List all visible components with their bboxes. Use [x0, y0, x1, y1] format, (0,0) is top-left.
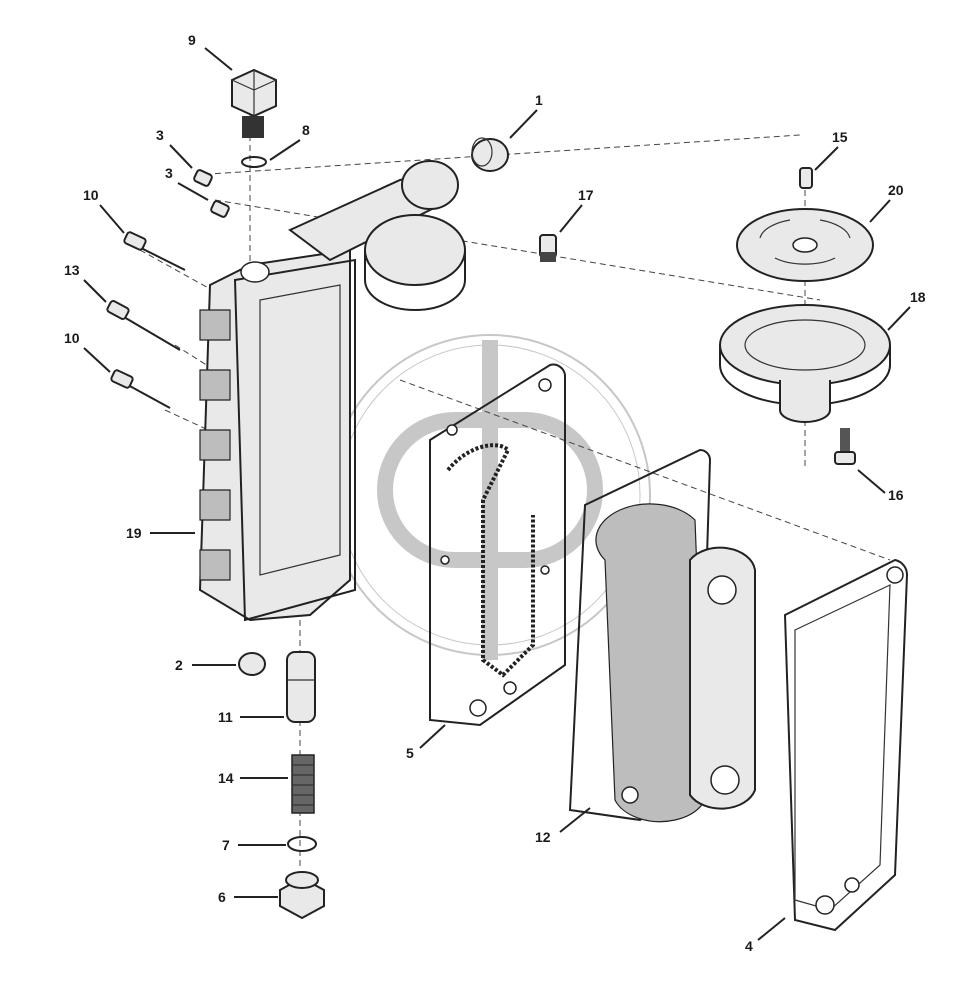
callout-12: 12: [535, 807, 591, 845]
callout-17: 17: [559, 187, 594, 233]
washer-part-8: [241, 156, 267, 168]
gasket-part-4: [783, 558, 909, 932]
callout-15: 15: [814, 129, 848, 171]
callout-number: 1: [535, 92, 543, 108]
callout-10a: 10: [83, 187, 125, 234]
callout-number: 8: [302, 122, 310, 138]
callout-number: 18: [910, 289, 926, 305]
plug-part-2: [238, 652, 266, 676]
callout-16: 16: [857, 469, 904, 503]
callout-number: 13: [64, 262, 80, 278]
callout-6: 6: [218, 889, 278, 905]
callout-3b: 3: [165, 165, 209, 201]
callout-20: 20: [869, 182, 904, 223]
callout-number: 16: [888, 487, 904, 503]
housing-part-19: [198, 248, 356, 622]
callout-1: 1: [509, 92, 543, 139]
callout-number: 20: [888, 182, 904, 198]
valve-part-11: [286, 651, 316, 723]
callout-7: 7: [222, 837, 286, 853]
callout-number: 3: [156, 127, 164, 143]
callout-number: 11: [218, 709, 233, 725]
callout-14: 14: [218, 770, 288, 786]
callout-9: 9: [188, 32, 233, 71]
spring-part-14: [291, 754, 315, 814]
gasket-part-5: [429, 363, 566, 727]
pin-part-15: [799, 167, 813, 189]
stud-part-10: [110, 231, 186, 409]
callout-3a: 3: [156, 127, 193, 169]
callout-10b: 10: [64, 330, 111, 373]
callout-8: 8: [269, 122, 310, 161]
plug-part-6: [279, 871, 325, 920]
callout-number: 5: [406, 745, 414, 761]
stud-part-13: [106, 300, 181, 351]
callout-number: 9: [188, 32, 196, 48]
callout-number: 4: [745, 938, 753, 954]
callout-number: 10: [64, 330, 80, 346]
elbow-outlet: [288, 160, 466, 311]
callout-number: 2: [175, 657, 183, 673]
callout-2: 2: [175, 657, 236, 673]
bolt-part-16: [834, 428, 856, 465]
callout-18: 18: [887, 289, 926, 331]
callout-labels: 9 3 8 3 10 13 10 1 17 15 20 18 16 19 2 1…: [64, 32, 926, 954]
watermark-logo: [329, 334, 651, 660]
callout-number: 17: [578, 187, 594, 203]
callout-number: 10: [83, 187, 99, 203]
fitting-part-17: [539, 234, 557, 262]
callout-11: 11: [218, 709, 284, 725]
callout-number: 12: [535, 829, 551, 845]
plate-part-20: [736, 208, 874, 282]
callout-13: 13: [64, 262, 107, 303]
callout-number: 7: [222, 837, 230, 853]
callout-number: 15: [832, 129, 848, 145]
seal-part-7: [287, 836, 317, 852]
callout-number: 19: [126, 525, 142, 541]
callout-number: 6: [218, 889, 226, 905]
callout-number: 14: [218, 770, 234, 786]
callout-number: 3: [165, 165, 173, 181]
bolt-part-9: [231, 68, 277, 138]
cooler-core-part-12: [568, 448, 756, 823]
plug-part-1: [471, 137, 509, 172]
callout-4: 4: [745, 917, 786, 954]
callout-19: 19: [126, 525, 195, 541]
plug-part-3: [193, 169, 230, 218]
housing-part-18: [719, 304, 891, 423]
callout-5: 5: [406, 724, 446, 761]
